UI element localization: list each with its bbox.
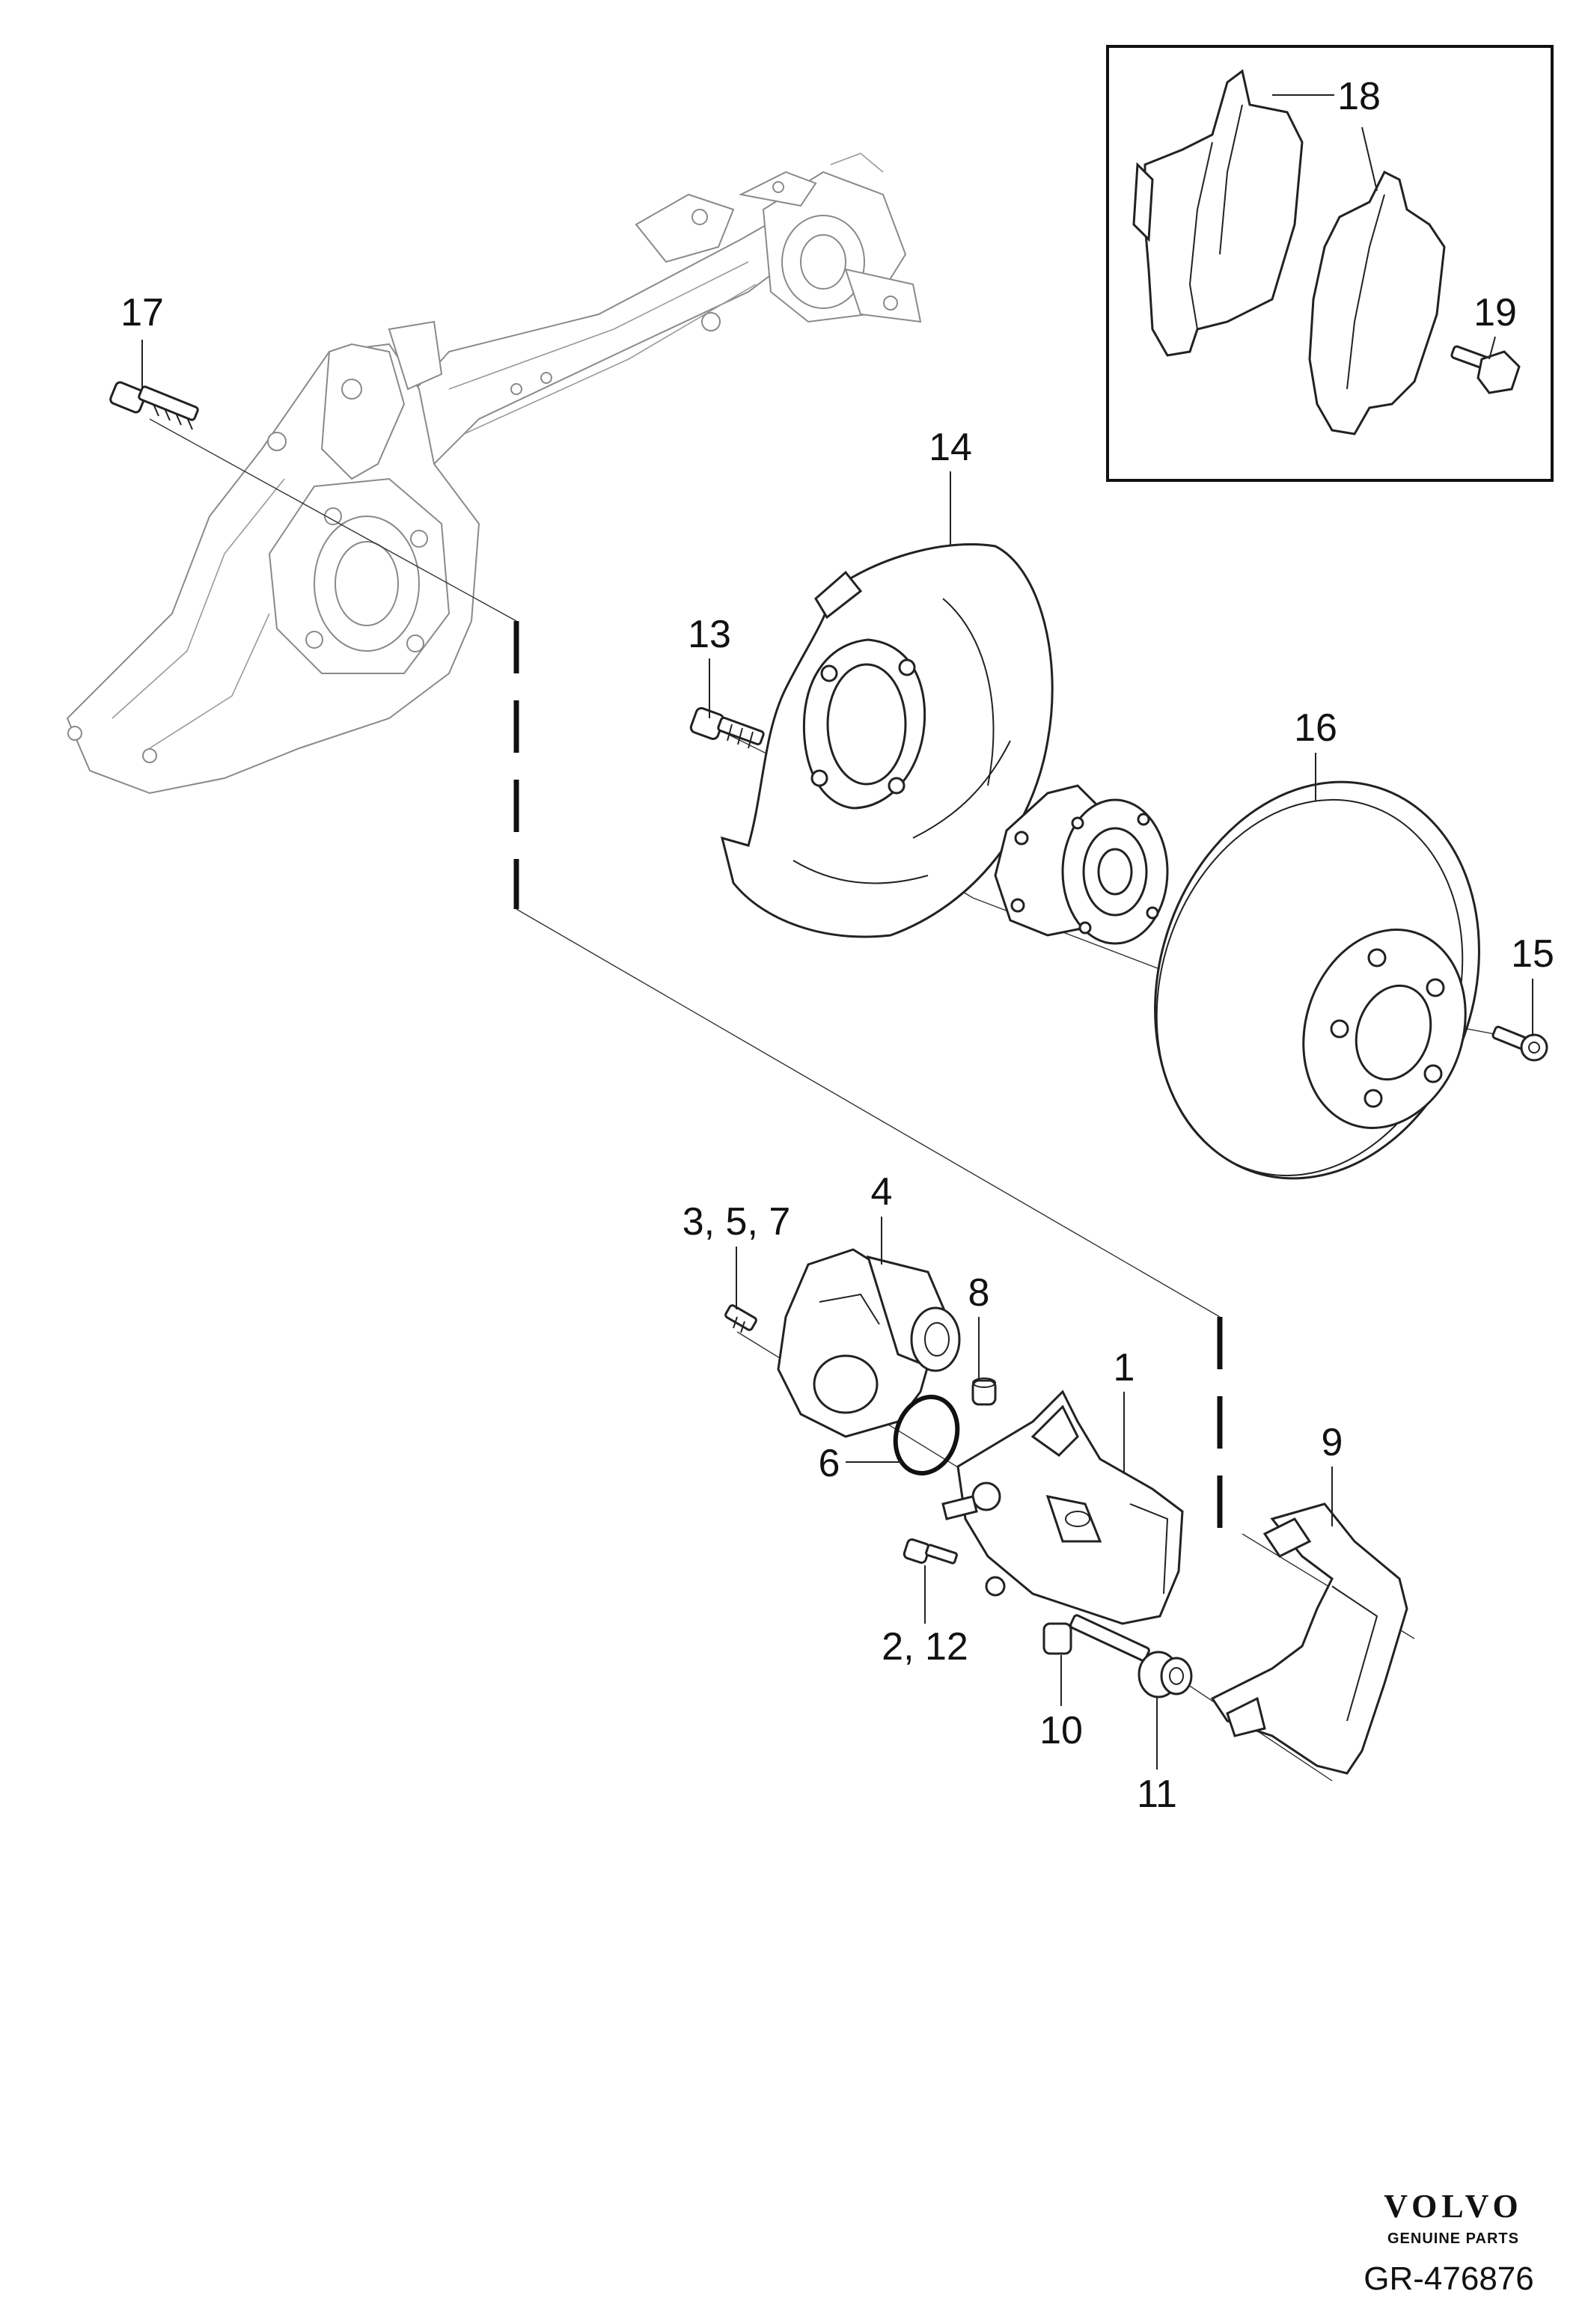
callout-2-12: 2, 12 xyxy=(882,1625,968,1669)
hub-bearing-unit xyxy=(994,784,1169,945)
callout-14: 14 xyxy=(929,426,972,469)
part-11-bushing xyxy=(1137,1651,1193,1698)
part-10-guide-pin xyxy=(1042,1614,1150,1662)
part-16-brake-disc xyxy=(1154,780,1480,1180)
callout-labels: 17 18 19 14 13 16 15 4 3, 5, 7 8 1 6 9 2… xyxy=(120,75,1554,1816)
part-15-screw xyxy=(1491,1025,1548,1062)
brake-pad-inset xyxy=(1106,45,1554,482)
part-9-caliper-bracket xyxy=(1210,1502,1408,1775)
part-13-bolt xyxy=(689,706,765,749)
part-4-actuator-motor xyxy=(777,1248,961,1438)
diagram-reference: GR-476876 xyxy=(1364,2260,1533,2297)
callout-8: 8 xyxy=(968,1271,990,1315)
callout-18: 18 xyxy=(1337,75,1381,118)
callout-9: 9 xyxy=(1322,1421,1343,1464)
knuckle-subframe-ghost xyxy=(66,153,922,795)
genuine-parts-tagline: GENUINE PARTS xyxy=(1387,2230,1519,2247)
part-14-dust-shield xyxy=(720,543,1054,938)
callout-13: 13 xyxy=(688,613,731,656)
callout-16: 16 xyxy=(1294,706,1337,750)
callout-6: 6 xyxy=(819,1442,840,1485)
part-3-5-7-screw xyxy=(724,1304,757,1333)
bold-dashed-guide xyxy=(513,621,1223,1541)
callout-1: 1 xyxy=(1114,1346,1135,1389)
callout-leaders xyxy=(141,94,1533,1770)
callout-11: 11 xyxy=(1137,1773,1177,1816)
callout-19: 19 xyxy=(1474,291,1517,334)
part-6-o-ring xyxy=(893,1395,960,1476)
callout-3-5-7: 3, 5, 7 xyxy=(682,1200,791,1244)
volvo-brand-block: VOLVO GENUINE PARTS GR-476876 xyxy=(1364,2188,1533,2297)
volvo-wordmark: VOLVO xyxy=(1384,2188,1523,2224)
part-8-bleeder-cap xyxy=(971,1377,997,1406)
part-17-bolt xyxy=(109,381,199,430)
callout-17: 17 xyxy=(120,291,164,334)
part-2-12-bolt xyxy=(903,1538,958,1565)
callout-4: 4 xyxy=(871,1170,893,1214)
callout-15: 15 xyxy=(1511,932,1554,976)
callout-10: 10 xyxy=(1039,1709,1083,1752)
part-1-caliper xyxy=(941,1389,1184,1625)
